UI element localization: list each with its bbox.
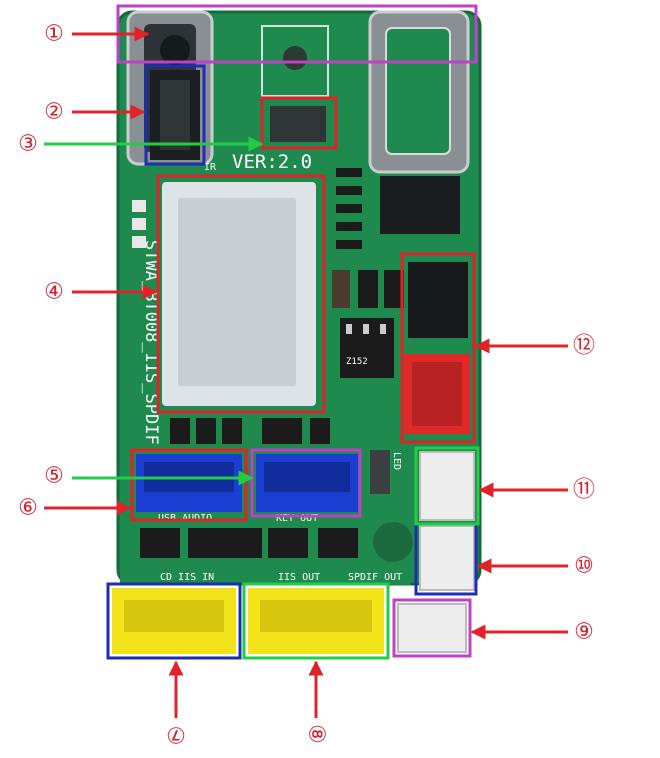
marker-box-12 <box>400 252 476 444</box>
round-pad <box>373 522 413 562</box>
iis-out-label: IIS OUT <box>278 572 320 583</box>
callout-11: ⑪ <box>573 478 595 503</box>
marker-box-11 <box>414 446 480 526</box>
callout-3: ③ <box>18 132 38 157</box>
callout-5: ⑤ <box>44 464 64 489</box>
marker-box-4 <box>156 174 326 414</box>
version-label: VER:2.0 <box>232 151 312 173</box>
ir-connector <box>150 70 200 160</box>
ic-chip <box>380 176 460 234</box>
jumper-row <box>140 528 358 558</box>
callout-10: ⑩ <box>574 554 594 579</box>
callout-6: ⑥ <box>18 496 38 521</box>
callout-2: ② <box>44 100 64 125</box>
marker-box-7 <box>106 582 242 660</box>
white-connector-11 <box>419 451 475 521</box>
usb-audio-connector <box>136 454 242 512</box>
led-label: LED <box>391 452 402 470</box>
callout-9: ⑨ <box>574 620 594 645</box>
ir-label: IR <box>204 162 217 173</box>
marker-box-9 <box>392 598 472 658</box>
marker-box-2 <box>144 64 206 166</box>
white-connector-10 <box>419 525 475 591</box>
callout-1: ① <box>44 22 64 47</box>
regulator: Z152 <box>340 318 394 378</box>
ic-label: Z152 <box>346 357 368 367</box>
marker-box-3 <box>260 96 338 150</box>
callout-7: ⑦ <box>166 722 186 747</box>
callout-arrows <box>44 26 568 718</box>
bluetooth-module <box>162 182 316 406</box>
callout-8: ⑧ <box>304 724 329 744</box>
cd-iis-in-connector <box>112 588 236 654</box>
iis-out-connector <box>248 588 384 654</box>
key-out-connector <box>256 454 358 512</box>
spdif-out-label: SPDIF OUT <box>348 572 402 583</box>
small-component <box>270 106 326 142</box>
cd-iis-in-label: CD IIS IN <box>160 572 214 583</box>
key-out-label: KEY OUT <box>276 513 318 524</box>
marker-box-8 <box>242 582 390 660</box>
right-switch <box>368 10 470 174</box>
callout-4: ④ <box>44 280 64 305</box>
smd-components <box>132 168 404 494</box>
red-power-connector <box>404 354 470 434</box>
power-chip <box>408 262 468 338</box>
white-connector-9 <box>397 603 467 653</box>
callout-labels: ① ② ③ ④ ⑤ ⑥ ⑦ ⑧ ⑨ ⑩ ⑪ ⑫ <box>18 22 595 747</box>
callout-12: ⑫ <box>573 334 595 359</box>
